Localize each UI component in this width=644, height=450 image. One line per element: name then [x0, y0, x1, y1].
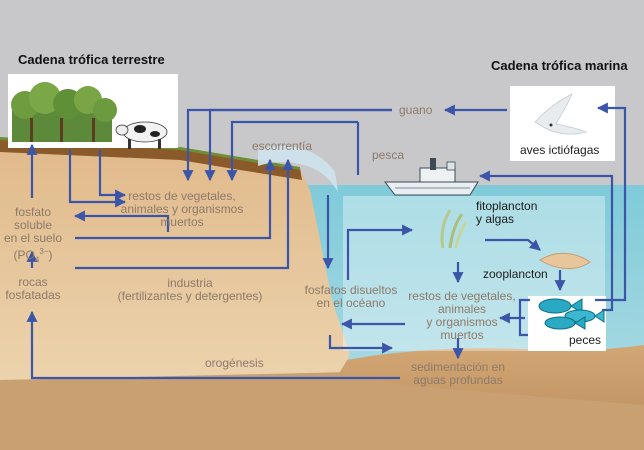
arrow-cow-to-restos — [98, 150, 127, 201]
formula-text: (PO — [13, 248, 35, 262]
fish-icon — [538, 298, 605, 330]
sedimentacion-label: sedimentación en aguas profundas — [398, 361, 518, 387]
arrow-fosfatos-to-sedimentacion — [328, 335, 394, 354]
arrow-restos-to-fosfato — [73, 210, 170, 232]
marine-chain-title: Cadena trófica marina — [491, 58, 628, 73]
pesca-label: pesca — [372, 148, 405, 162]
restos-tierra-line-1: restos de vegetales, — [128, 189, 236, 203]
cow-icon — [115, 121, 168, 149]
trees-icon — [11, 82, 117, 142]
restos-mar-line-4: muertos — [440, 328, 484, 342]
rocas-line-2: fosfatadas — [5, 288, 61, 302]
industria-line-2: (fertilizantes y detergentes) — [117, 289, 263, 303]
sedimentacion-line-2: aguas profundas — [413, 373, 503, 387]
industria-label: industria (fertilizantes y detergentes) — [110, 277, 270, 303]
topsoil — [0, 138, 302, 180]
land-bedrock — [0, 372, 644, 450]
flow-arrows — [26, 102, 627, 380]
formula-close: ) — [48, 248, 53, 262]
guano-label: guano — [399, 103, 433, 117]
peces-label: peces — [569, 333, 602, 347]
orogenesis-label: orogénesis — [205, 356, 264, 370]
formula-superscript: 3− — [39, 247, 49, 256]
arrow-fosfato-to-escorrentia — [75, 158, 276, 240]
restos-tierra-label: restos de vegetales, animales y organism… — [112, 190, 252, 229]
restos-mar-line-1: restos de vegetales, — [408, 289, 516, 303]
runoff-wave-icon — [258, 146, 338, 192]
fitoplancton-line-2: y algas — [476, 212, 515, 226]
fosfatos-disueltos-line-2: en el océano — [316, 296, 386, 310]
formula-subscript: 4 — [34, 255, 40, 265]
fosfato-suelo-line-1: fosfato — [14, 205, 52, 219]
fishing-boat-icon — [383, 158, 479, 196]
arrow-trees-to-restos — [68, 150, 127, 208]
seagull-icon — [534, 93, 588, 135]
fosfatos-disueltos-label: fosfatos disueltos en el océano — [296, 284, 406, 310]
restos-mar-line-3: y organismos — [426, 315, 498, 329]
arrow-peces-to-pesca — [478, 170, 614, 312]
fitoplancton-label: fitoplancton y algas — [476, 200, 537, 226]
arrow-fitoplancton-to-zooplancton — [485, 238, 541, 251]
rocas-line-1: rocas — [18, 275, 48, 289]
arrow-peces-to-aves — [595, 102, 627, 302]
aves-label: aves ictiófagas — [520, 143, 600, 157]
arrow-guano-to-restos — [182, 108, 392, 182]
zooplankton-icon — [539, 253, 591, 269]
arrow-fosfatos-to-fitoplancton — [346, 224, 414, 280]
restos-mar-label: restos de vegetales, animales y organism… — [402, 290, 522, 342]
algae-icon — [440, 209, 468, 249]
fosfato-suelo-label: fosfato soluble en el suelo (PO43−) — [0, 206, 66, 266]
fosfato-suelo-line-2: soluble — [13, 218, 53, 232]
escorrentia-label: escorrentía — [252, 139, 313, 153]
industria-line-1: industria — [167, 276, 213, 290]
fosfato-formula: (PO43−) — [0, 245, 66, 266]
land-soil — [0, 140, 350, 380]
arrow-pesca-to-land — [226, 120, 358, 182]
zooplancton-label: zooplancton — [483, 267, 548, 281]
fitoplancton-line-1: fitoplancton — [476, 199, 538, 213]
rocas-label: rocas fosfatadas — [0, 276, 66, 302]
fosfatos-disueltos-line-1: fosfatos disueltos — [304, 283, 398, 297]
terrestrial-chain-title: Cadena trófica terrestre — [18, 52, 165, 67]
restos-mar-line-2: animales — [437, 302, 487, 316]
arrow-industria-to-escorrentia — [75, 158, 294, 270]
fosfato-suelo-line-3: en el suelo — [3, 231, 63, 245]
restos-tierra-line-2: animales y organismos — [120, 202, 244, 216]
arrow-orogenesis — [26, 310, 400, 380]
marine-birds-box — [510, 86, 615, 161]
sedimentacion-line-1: sedimentación en — [410, 360, 506, 374]
restos-tierra-line-3: muertos — [160, 215, 204, 229]
